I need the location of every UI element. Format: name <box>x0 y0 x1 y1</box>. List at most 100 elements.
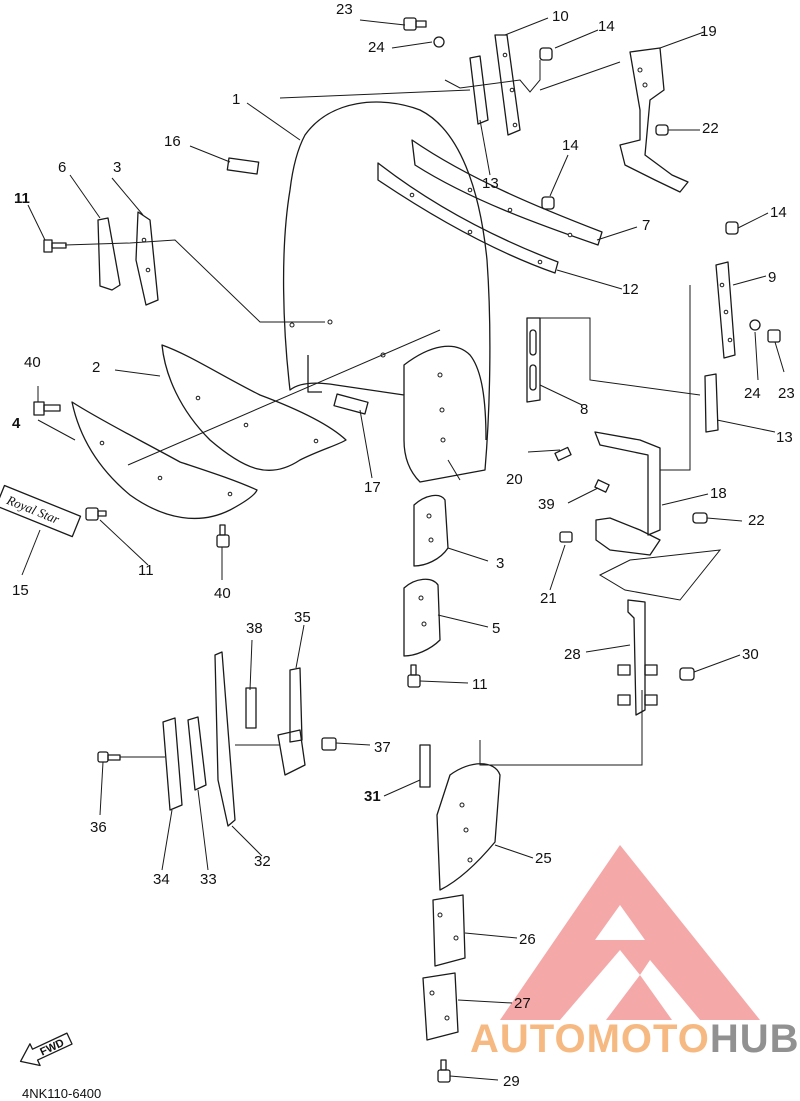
mount-bracket-18 <box>594 431 661 536</box>
callout-4: 4 <box>12 415 21 432</box>
callout-5: 5 <box>492 620 500 637</box>
watermark-triangle <box>500 845 760 1020</box>
nut-14-right <box>725 221 739 235</box>
bracket-plate-34 <box>162 717 183 811</box>
callout-3-lower: 3 <box>496 555 504 572</box>
bolt-39 <box>594 479 610 493</box>
callout-38: 38 <box>246 620 263 637</box>
callout-22-upper: 22 <box>702 120 719 137</box>
bracket-plate-3-upper <box>135 211 159 306</box>
bracket-13-right <box>704 373 719 433</box>
lower-strip-12 <box>377 162 559 274</box>
callout-labels: 1 2 3 3 4 5 6 7 8 9 10 11 11 11 12 13 13… <box>12 1 795 1090</box>
nut-14-top <box>539 47 553 61</box>
bolt-23-right <box>767 329 781 343</box>
bracket-plate-27 <box>422 972 459 1041</box>
diagram-code: 4NK110-6400 <box>22 1086 101 1101</box>
callout-16: 16 <box>164 133 181 150</box>
callout-27: 27 <box>514 995 531 1012</box>
windshield-screen <box>282 101 491 483</box>
bracket-plate-33 <box>187 716 207 791</box>
bolt-40-lower <box>216 524 230 548</box>
washer-24-right <box>749 319 761 331</box>
svg-text:AUTOMOTOHUB: AUTOMOTOHUB <box>470 1017 800 1061</box>
callout-13-right: 13 <box>776 429 793 446</box>
bracket-8 <box>526 317 541 403</box>
bracket-9 <box>715 261 736 359</box>
bolt-21 <box>559 531 573 543</box>
callout-33: 33 <box>200 871 217 888</box>
lower-cowl-4 <box>71 401 258 520</box>
callout-17: 17 <box>364 479 381 496</box>
callout-36: 36 <box>90 819 107 836</box>
callout-23-right: 23 <box>778 385 795 402</box>
callout-14-middle: 14 <box>562 137 579 154</box>
callout-18: 18 <box>710 485 727 502</box>
callout-8: 8 <box>580 401 588 418</box>
callout-30: 30 <box>742 646 759 663</box>
washer-24-top <box>433 36 445 48</box>
nut-37 <box>321 737 337 751</box>
bracket-plate-25 <box>436 763 501 891</box>
callout-12: 12 <box>622 281 639 298</box>
callout-14-top: 14 <box>598 18 615 35</box>
callout-leaders <box>21 17 785 1081</box>
callout-32: 32 <box>254 853 271 870</box>
bolt-22-lower <box>692 512 708 524</box>
watermark: AUTOMOTOHUB <box>470 845 800 1061</box>
watermark-brand-primary: AUTOMOTO <box>470 1017 710 1061</box>
bracket-plate-3-lower <box>413 494 449 567</box>
callout-29: 29 <box>503 1073 520 1090</box>
bracket-plate-6 <box>97 217 121 291</box>
upper-strip-7 <box>411 139 603 246</box>
callout-34: 34 <box>153 871 170 888</box>
lower-cowl-2 <box>161 344 347 472</box>
pad-31 <box>419 744 431 788</box>
callout-24-right: 24 <box>744 385 761 402</box>
callout-23-top: 23 <box>336 1 353 18</box>
callout-3-upper: 3 <box>113 159 121 176</box>
callout-9: 9 <box>768 269 776 286</box>
callout-2: 2 <box>92 359 100 376</box>
callout-40-lower: 40 <box>214 585 231 602</box>
callout-39: 39 <box>538 496 555 513</box>
callout-15: 15 <box>12 582 29 599</box>
bolt-22-upper <box>655 124 669 136</box>
bolt-11-middle <box>407 664 421 688</box>
bracket-10 <box>494 34 521 136</box>
callout-35: 35 <box>294 609 311 626</box>
bolt-40-upper <box>33 401 61 416</box>
bolt-29 <box>437 1059 451 1083</box>
bolt-20 <box>554 446 572 462</box>
callout-28: 28 <box>564 646 581 663</box>
nut-14-middle <box>541 196 555 210</box>
callout-25: 25 <box>535 850 552 867</box>
callout-13-upper: 13 <box>482 175 499 192</box>
bracket-plate-32 <box>214 651 236 827</box>
callout-1: 1 <box>232 91 240 108</box>
bracket-plate-26 <box>432 894 466 967</box>
pad-38 <box>245 687 257 729</box>
bracket-plate-5 <box>403 578 441 657</box>
callout-19: 19 <box>700 23 717 40</box>
callout-7: 7 <box>642 217 650 234</box>
callout-6: 6 <box>58 159 66 176</box>
callout-37: 37 <box>374 739 391 756</box>
pad-17 <box>333 393 369 415</box>
callout-40-upper: 40 <box>24 354 41 371</box>
callout-11-middle: 11 <box>472 676 488 693</box>
bolt-11-lower <box>85 507 107 521</box>
bolt-30 <box>679 667 695 681</box>
stay-28 <box>627 599 646 716</box>
bolt-36 <box>97 751 121 763</box>
callout-24-top: 24 <box>368 39 385 56</box>
forward-direction-arrow: FWD <box>19 1032 73 1067</box>
callout-26: 26 <box>519 931 536 948</box>
callout-20: 20 <box>506 471 523 488</box>
bracket-19 <box>619 47 689 193</box>
callout-22-lower: 22 <box>748 512 765 529</box>
callout-21: 21 <box>540 590 557 607</box>
fwd-label: FWD <box>38 1037 66 1058</box>
